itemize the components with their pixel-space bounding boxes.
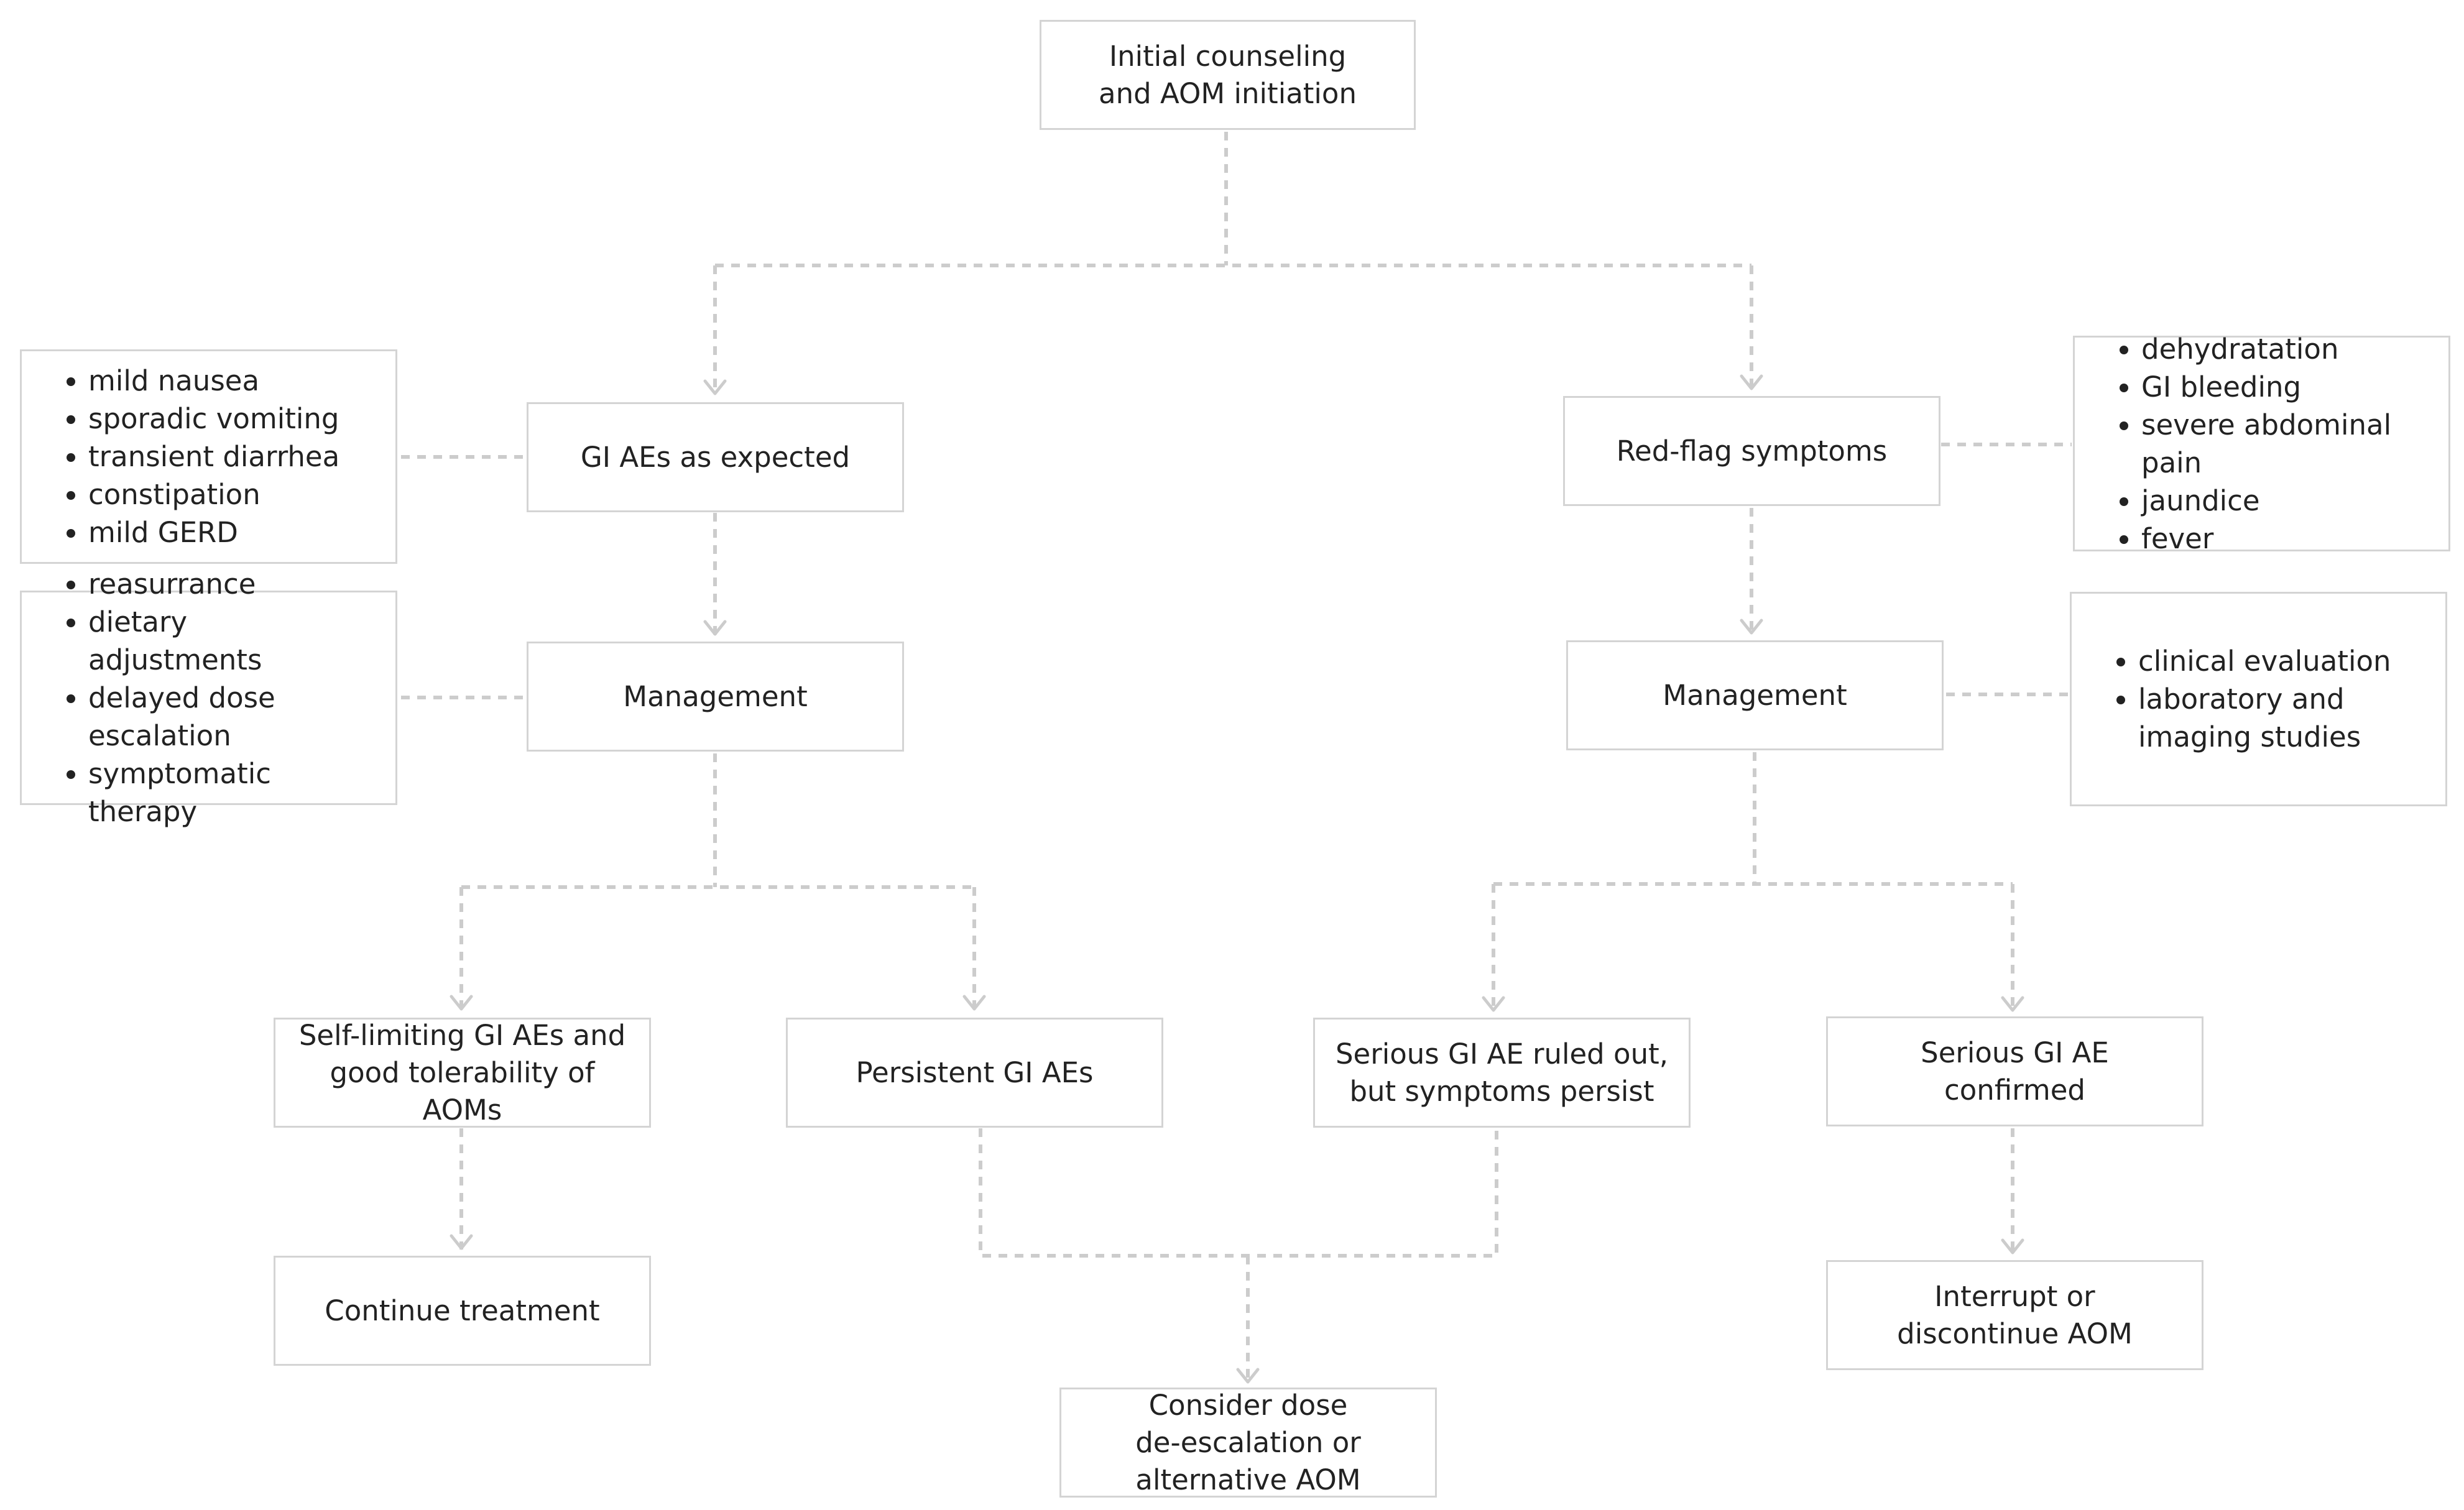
node-interrupt-discontinue: Interrupt or discontinue AOM xyxy=(1826,1260,2203,1370)
connector-merge-consider xyxy=(979,1128,1498,1383)
arrowhead-to-ruledout xyxy=(1482,996,1505,1012)
note-redflag-management-list: clinical evaluation laboratory and imagi… xyxy=(2092,642,2439,756)
list-item: sporadic vomiting xyxy=(88,400,389,438)
list-item: severe abdominal pain xyxy=(2141,406,2442,482)
list-item: fever xyxy=(2141,520,2442,558)
note-expected-management: reasurrance dietary adjustments delayed … xyxy=(20,568,397,828)
node-consider-line2: de-escalation or xyxy=(1135,1425,1361,1459)
node-serious-confirmed: Serious GI AE confirmed xyxy=(1826,1016,2203,1126)
node-red-flag-symptoms-label: Red-flag symptoms xyxy=(1616,434,1888,467)
node-persistent-gi-aes-label: Persistent GI AEs xyxy=(856,1056,1094,1089)
list-item: transient diarrhea xyxy=(88,438,389,476)
node-self-limiting-line2: good tolerability of xyxy=(330,1056,595,1089)
note-redflag-symptoms-list: dehydratation GI bleeding severe abdomin… xyxy=(2095,330,2442,558)
arrowhead-to-selflimiting xyxy=(450,995,473,1011)
arrowhead-to-expected xyxy=(703,379,727,395)
node-interrupt-line1: Interrupt or xyxy=(1934,1279,2095,1313)
arrowhead-to-consider xyxy=(1236,1368,1260,1384)
node-continue-treatment: Continue treatment xyxy=(274,1256,651,1366)
note-redflag-management: clinical evaluation laboratory and imagi… xyxy=(2070,592,2447,806)
list-item: symptomatic therapy xyxy=(88,755,352,831)
node-serious-confirmed-line1: Serious GI AE xyxy=(1921,1036,2109,1069)
list-item: dietary adjustments xyxy=(88,603,352,679)
note-redflag-symptoms: dehydratation GI bleeding severe abdomin… xyxy=(2073,333,2450,555)
node-continue-treatment-label: Continue treatment xyxy=(325,1294,600,1327)
list-item: jaundice xyxy=(2141,482,2442,520)
node-serious-ruled-out-line1: Serious GI AE ruled out, xyxy=(1335,1037,1669,1070)
node-initial-counseling-line1: Initial counseling xyxy=(1109,39,1347,73)
node-red-flag-symptoms: Red-flag symptoms xyxy=(1563,396,1940,506)
node-gi-aes-expected: GI AEs as expected xyxy=(527,402,904,512)
list-item: dehydratation xyxy=(2141,330,2442,368)
node-gi-aes-expected-label: GI AEs as expected xyxy=(580,440,851,474)
node-interrupt-line2: discontinue AOM xyxy=(1897,1317,2133,1350)
node-management-right-label: Management xyxy=(1663,678,1847,712)
list-item: laboratory and imaging studies xyxy=(2138,680,2414,756)
list-item: constipation xyxy=(88,476,389,513)
node-self-limiting-line3: AOMs xyxy=(422,1093,502,1126)
arrowhead-to-persistent xyxy=(962,995,986,1011)
note-expected-management-list: reasurrance dietary adjustments delayed … xyxy=(42,565,389,831)
list-item: mild GERD xyxy=(88,513,389,551)
arrowhead-to-mgmt-left xyxy=(703,620,727,636)
node-management-right: Management xyxy=(1566,640,1944,750)
arrowhead-to-interrupt xyxy=(2001,1238,2024,1254)
connector-mgmt-left-split xyxy=(459,753,976,1010)
arrowhead-to-continue xyxy=(450,1234,473,1250)
arrowhead-to-mgmt-right xyxy=(1740,619,1763,635)
list-item: mild nausea xyxy=(88,362,389,400)
node-initial-counseling-line2: and AOM initiation xyxy=(1099,76,1357,110)
node-self-limiting: Self-limiting GI AEs and good tolerabilit… xyxy=(274,1018,651,1128)
list-item: clinical evaluation xyxy=(2138,642,2414,680)
node-persistent-gi-aes: Persistent GI AEs xyxy=(786,1018,1163,1128)
node-serious-ruled-out: Serious GI AE ruled out, but symptoms per… xyxy=(1313,1018,1691,1128)
connector-mgmt-right-split xyxy=(1492,752,2014,1011)
list-item: reasurrance xyxy=(88,565,352,603)
node-consider-line1: Consider dose xyxy=(1148,1388,1348,1422)
node-self-limiting-line1: Self-limiting GI AEs and xyxy=(298,1018,626,1052)
note-expected-symptoms: mild nausea sporadic vomiting transient … xyxy=(20,349,397,564)
arrowhead-to-confirmed xyxy=(2001,996,2024,1012)
node-serious-ruled-out-line2: but symptoms persist xyxy=(1349,1074,1654,1108)
arrowhead-to-redflag xyxy=(1740,374,1763,390)
node-consider-line3: alternative AOM xyxy=(1135,1463,1361,1496)
note-expected-symptoms-list: mild nausea sporadic vomiting transient … xyxy=(42,362,389,551)
node-management-left: Management xyxy=(527,642,904,752)
node-management-left-label: Management xyxy=(623,679,808,713)
list-item: delayed dose escalation xyxy=(88,679,352,755)
connector-start-split xyxy=(713,132,1753,395)
list-item: GI bleeding xyxy=(2141,368,2442,406)
node-serious-confirmed-line2: confirmed xyxy=(1944,1073,2085,1107)
